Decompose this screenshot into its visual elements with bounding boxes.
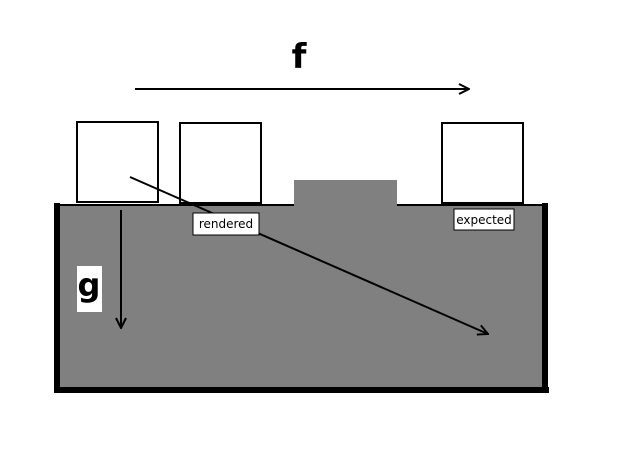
- force-label: f: [292, 37, 308, 77]
- rendered-label-box: [192, 212, 260, 236]
- box-rendered: [179, 122, 262, 204]
- expected-label: expected: [456, 213, 512, 227]
- expected-label-box: [453, 208, 515, 231]
- gravity-label-bg: [77, 266, 102, 312]
- ground-body: [57, 180, 544, 388]
- resultant-arrow: [129, 176, 488, 334]
- gravity-label: g: [78, 266, 101, 304]
- box-expected: [441, 122, 524, 204]
- box-start: [76, 121, 159, 203]
- rendered-label: rendered: [199, 217, 253, 231]
